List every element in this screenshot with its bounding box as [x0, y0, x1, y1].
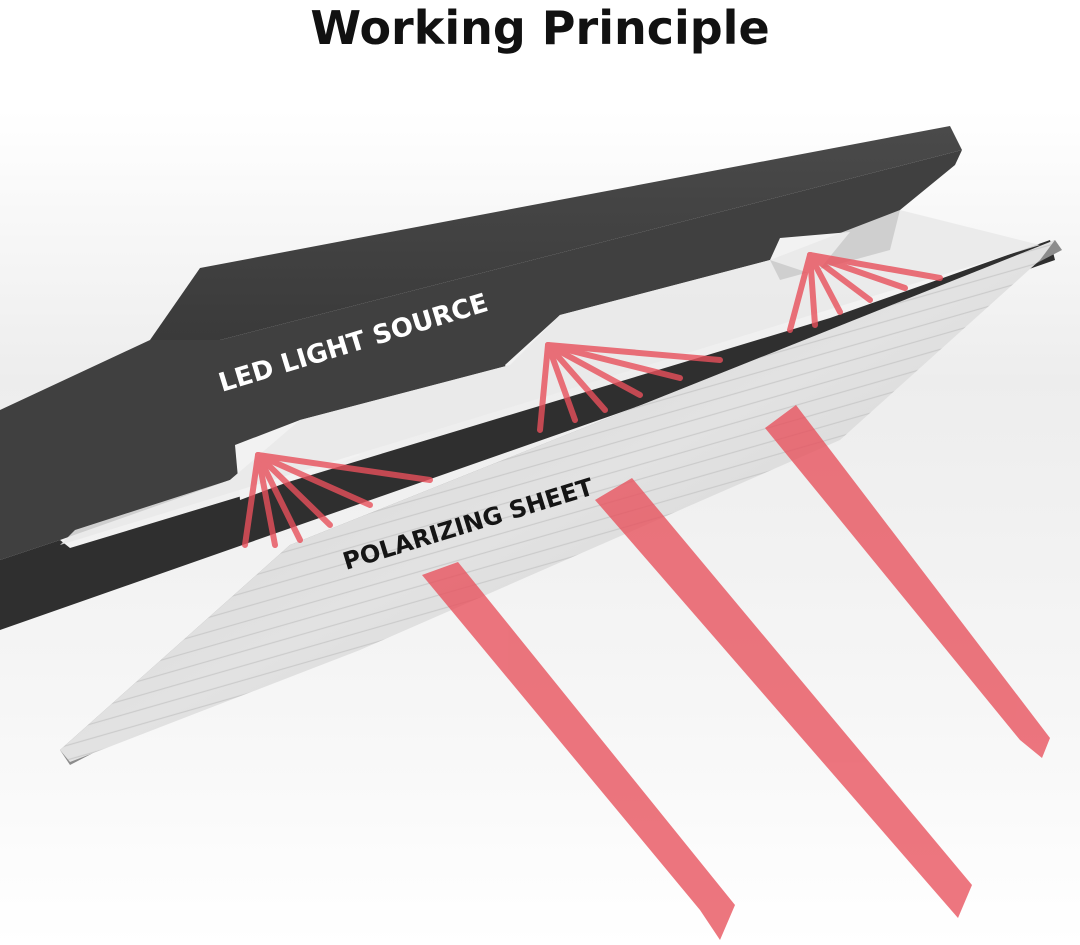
- ray: [255, 452, 303, 543]
- ray: [545, 342, 608, 413]
- polarizing-sheet: [60, 240, 1062, 765]
- polarized-beam-middle: [595, 478, 972, 918]
- ray: [545, 342, 643, 398]
- ray: [807, 252, 818, 328]
- sheet-texture: [60, 240, 1055, 762]
- polarized-beam-right: [765, 405, 1050, 758]
- ray: [787, 252, 813, 333]
- ray: [537, 342, 551, 433]
- ray: [255, 452, 333, 528]
- ray: [807, 252, 943, 281]
- ray: [255, 452, 373, 508]
- ray: [255, 452, 433, 483]
- led-rays-middle: [537, 342, 723, 433]
- ray: [807, 252, 873, 303]
- page-title: Working Principle: [310, 1, 770, 55]
- housing-bottom-strip: [0, 240, 1055, 630]
- ray: [545, 342, 683, 381]
- ray: [545, 342, 723, 363]
- polarized-beams: [422, 405, 1050, 940]
- housing-top-face: [150, 126, 962, 340]
- ray: [242, 452, 261, 548]
- led-rays-left: [242, 452, 433, 548]
- led-rays-right: [787, 252, 943, 333]
- led-rays: [242, 252, 943, 548]
- ray: [255, 452, 278, 548]
- ray: [807, 252, 843, 315]
- polarized-beam-left: [422, 562, 735, 940]
- ray: [545, 342, 578, 423]
